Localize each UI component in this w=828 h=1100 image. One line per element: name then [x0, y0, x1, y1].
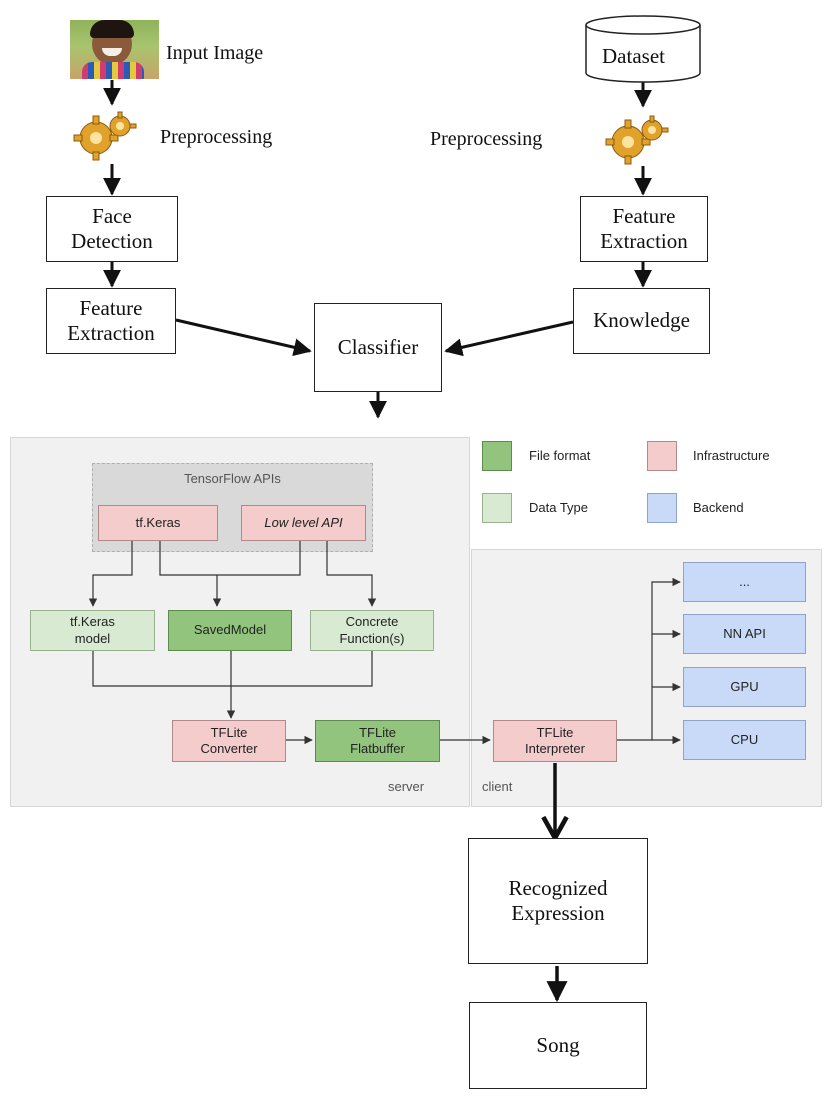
face-detection-box: Face Detection — [46, 196, 178, 262]
preprocessing-right-label: Preprocessing — [430, 128, 543, 150]
client-label: client — [482, 779, 513, 794]
legend-file-format-label: File format — [529, 448, 591, 463]
classifier-box: Classifier — [314, 303, 442, 392]
dataset-database-icon — [584, 15, 702, 83]
legend-data-type-label: Data Type — [529, 500, 589, 515]
feature-extraction-right-box: Feature Extraction — [580, 196, 708, 262]
concrete-functions-box: Concrete Function(s) — [310, 610, 434, 651]
cpu-box: CPU — [683, 720, 806, 760]
photo-hair — [90, 20, 134, 38]
tflite-converter-box: TFLite Converter — [172, 720, 286, 762]
nn-api-box: NN API — [683, 614, 806, 654]
gear-icon — [598, 110, 674, 166]
tflite-interpreter-box: TFLite Interpreter — [493, 720, 617, 762]
legend-infrastructure-label: Infrastructure — [693, 448, 770, 463]
tflite-flatbuffer-box: TFLite Flatbuffer — [315, 720, 440, 762]
legend-backend-label: Backend — [693, 500, 744, 515]
legend-backend-swatch — [647, 493, 677, 523]
gear-icon — [68, 108, 140, 164]
backend-more-box: ... — [683, 562, 806, 602]
input-image-label: Input Image — [166, 42, 264, 64]
photo-dress — [82, 62, 144, 79]
feature-extraction-left-box: Feature Extraction — [46, 288, 176, 354]
tf-keras-box: tf.Keras — [98, 505, 218, 541]
tf-keras-model-box: tf.Keras model — [30, 610, 155, 651]
recognized-expression-box: Recognized Expression — [468, 838, 648, 964]
tensorflow-apis-title: TensorFlow APIs — [184, 471, 281, 486]
child-photo — [70, 20, 159, 79]
legend-infrastructure-swatch — [647, 441, 677, 471]
legend-file-format-swatch — [482, 441, 512, 471]
gpu-box: GPU — [683, 667, 806, 707]
photo-smile — [102, 48, 122, 56]
knowledge-box: Knowledge — [573, 288, 710, 354]
song-box: Song — [469, 1002, 647, 1089]
legend-data-type-swatch — [482, 493, 512, 523]
saved-model-box: SavedModel — [168, 610, 292, 651]
preprocessing-left-label: Preprocessing — [160, 126, 273, 148]
dataset-label: Dataset — [602, 44, 665, 68]
low-level-api-box: Low level API — [241, 505, 366, 541]
server-label: server — [388, 779, 425, 794]
